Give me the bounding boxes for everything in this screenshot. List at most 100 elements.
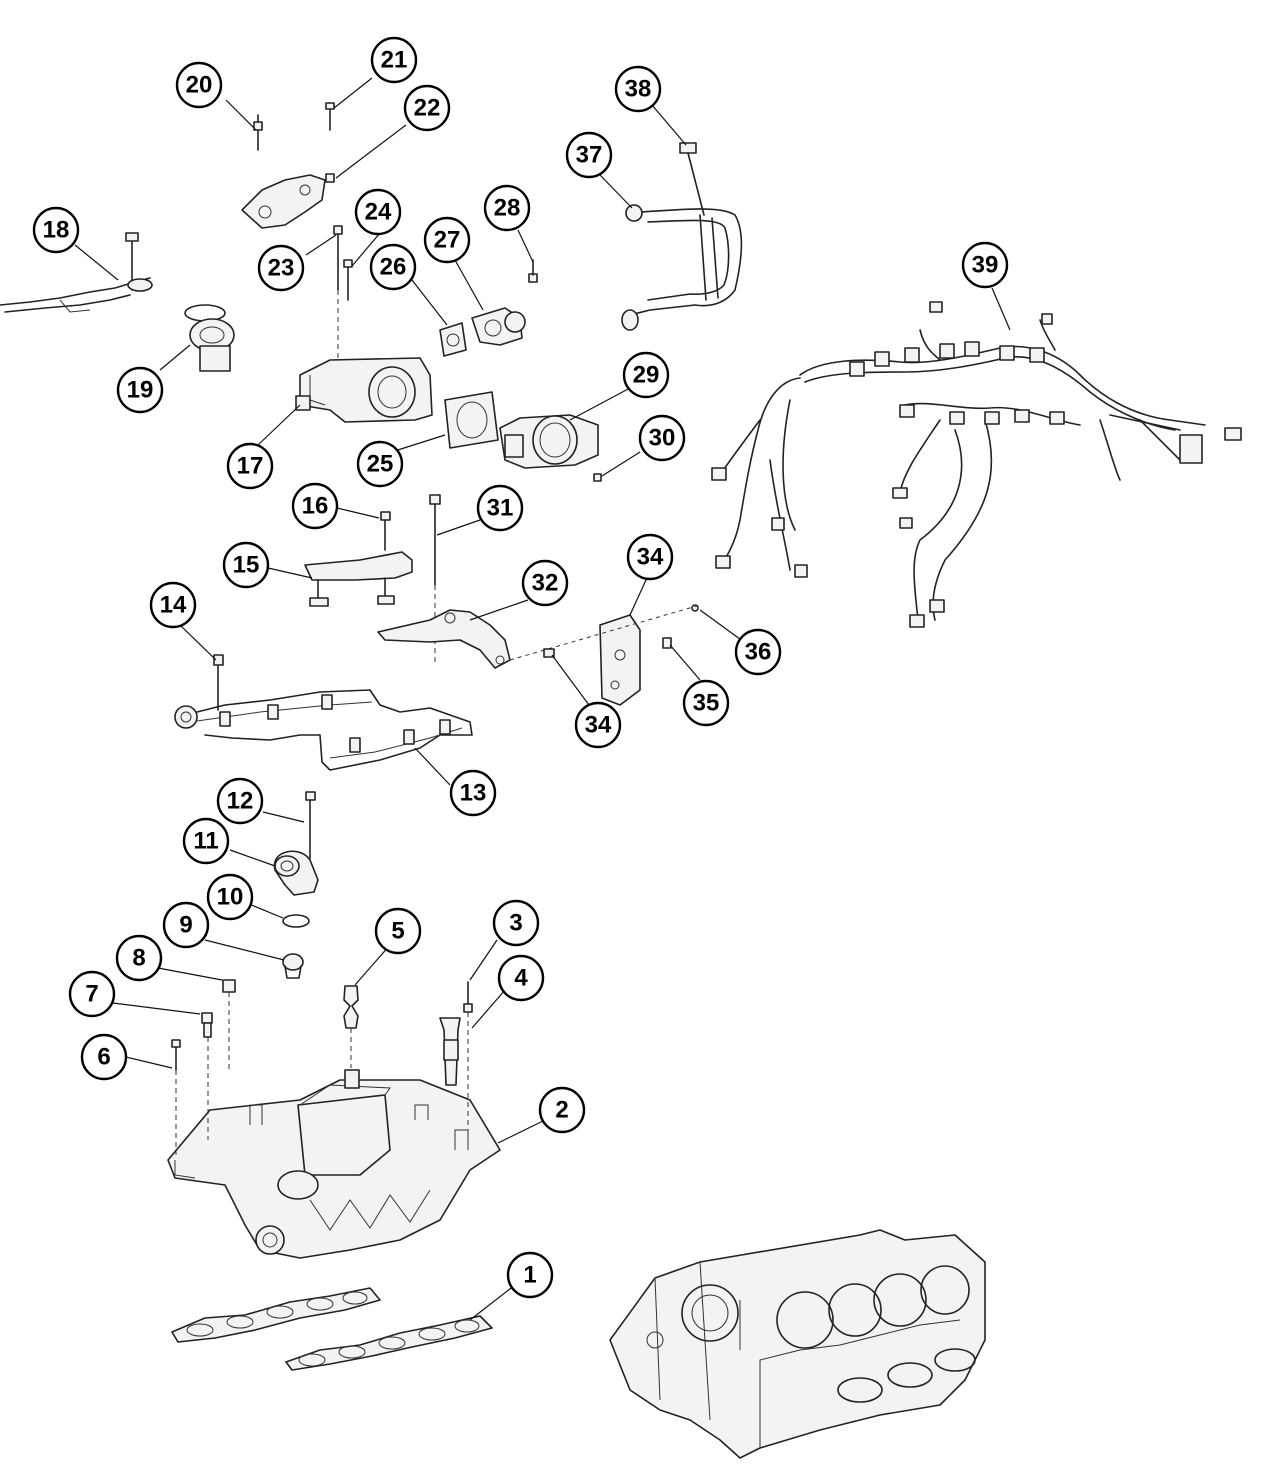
callout-1: 1	[506, 1251, 554, 1299]
bolt-12	[305, 791, 316, 859]
stud-23	[333, 225, 343, 358]
svg-text:9: 9	[179, 912, 192, 939]
svg-text:23: 23	[268, 255, 295, 282]
callout-25: 25	[356, 440, 404, 488]
callout-26: 26	[369, 243, 417, 291]
callout-3: 3	[492, 899, 540, 947]
intake-manifold	[167, 1069, 501, 1259]
callout-30: 30	[638, 414, 686, 462]
callout-32: 32	[521, 559, 569, 607]
bracket-34	[509, 604, 701, 706]
svg-text:18: 18	[43, 217, 70, 244]
svg-text:21: 21	[381, 47, 408, 74]
svg-text:16: 16	[302, 493, 329, 520]
callout-5: 5	[374, 907, 422, 955]
fuel-rail	[174, 689, 473, 771]
callout-19: 19	[116, 366, 164, 414]
bolt-21	[325, 102, 335, 131]
bracket-32	[377, 609, 511, 669]
wiring-harness	[711, 301, 1242, 628]
callout-15: 15	[222, 541, 270, 589]
callout-35: 35	[682, 679, 730, 727]
svg-text:15: 15	[233, 552, 260, 579]
stud-20	[253, 114, 263, 151]
bracket-22	[241, 173, 335, 229]
bolt-16	[380, 511, 391, 551]
callout-36: 36	[734, 628, 782, 676]
callout-31: 31	[476, 484, 524, 532]
callout-23: 23	[257, 244, 305, 292]
callout-20: 20	[175, 61, 223, 109]
svg-text:14: 14	[160, 592, 187, 619]
svg-text:26: 26	[380, 254, 407, 281]
thermostat-housing	[273, 850, 319, 896]
svg-text:39: 39	[972, 252, 999, 279]
svg-text:30: 30	[649, 425, 676, 452]
svg-text:11: 11	[193, 828, 218, 855]
svg-text:22: 22	[414, 95, 441, 122]
callout-13: 13	[449, 769, 497, 817]
svg-text:27: 27	[434, 227, 461, 254]
callout-6: 6	[80, 1033, 128, 1081]
callout-4: 4	[497, 954, 545, 1002]
fitting-8	[222, 979, 236, 1070]
sensor-7	[201, 1012, 213, 1140]
callout-34-top: 34	[626, 533, 674, 581]
svg-text:4: 4	[514, 965, 528, 992]
svg-text:35: 35	[693, 690, 720, 717]
svg-text:2: 2	[555, 1097, 568, 1124]
bolt-35	[662, 637, 672, 649]
bolt-14	[213, 654, 224, 711]
callout-16: 16	[291, 482, 339, 530]
callout-24: 24	[354, 188, 402, 236]
callout-39: 39	[961, 241, 1009, 289]
svg-text:29: 29	[633, 362, 660, 389]
svg-text:13: 13	[460, 780, 487, 807]
callout-21: 21	[370, 36, 418, 84]
svg-text:19: 19	[127, 377, 154, 404]
svg-text:32: 32	[532, 570, 559, 597]
stud-24	[343, 259, 353, 301]
callout-11: 11	[182, 817, 230, 865]
callout-27: 27	[423, 216, 471, 264]
throttle-body	[499, 414, 599, 469]
callout-18: 18	[32, 206, 80, 254]
idle-air-valve	[471, 307, 526, 346]
engine-block	[609, 1229, 986, 1459]
svg-text:3: 3	[509, 910, 522, 937]
screw-30	[593, 473, 602, 482]
svg-text:38: 38	[625, 76, 652, 103]
svg-text:20: 20	[186, 72, 213, 99]
svg-text:34: 34	[637, 544, 664, 571]
callout-10: 10	[206, 873, 254, 921]
fuel-pressure-sensor	[439, 1017, 461, 1086]
svg-text:24: 24	[365, 199, 392, 226]
svg-text:37: 37	[576, 142, 603, 169]
callout-7: 7	[68, 970, 116, 1018]
svg-text:28: 28	[494, 195, 521, 222]
callout-9: 9	[162, 901, 210, 949]
callout-37: 37	[565, 131, 613, 179]
stud-6	[171, 1039, 181, 1155]
callout-12: 12	[216, 777, 264, 825]
svg-text:36: 36	[745, 639, 772, 666]
svg-text:12: 12	[227, 788, 254, 815]
gasket-26	[439, 322, 467, 357]
svg-text:7: 7	[85, 981, 98, 1008]
thermostat	[282, 953, 304, 979]
svg-text:10: 10	[217, 884, 244, 911]
callout-38: 38	[614, 65, 662, 113]
throttle-adapter	[295, 357, 433, 423]
vacuum-hose	[621, 142, 743, 331]
fuel-injector	[343, 985, 359, 1068]
egr-valve	[184, 304, 235, 372]
throttle-body-gasket	[444, 391, 499, 449]
leader-lines	[74, 77, 1011, 1321]
svg-text:5: 5	[391, 918, 404, 945]
intake-gaskets	[171, 1287, 493, 1371]
callout-8: 8	[115, 934, 163, 982]
svg-text:34: 34	[585, 712, 612, 739]
svg-text:6: 6	[97, 1044, 110, 1071]
svg-text:17: 17	[237, 453, 264, 480]
